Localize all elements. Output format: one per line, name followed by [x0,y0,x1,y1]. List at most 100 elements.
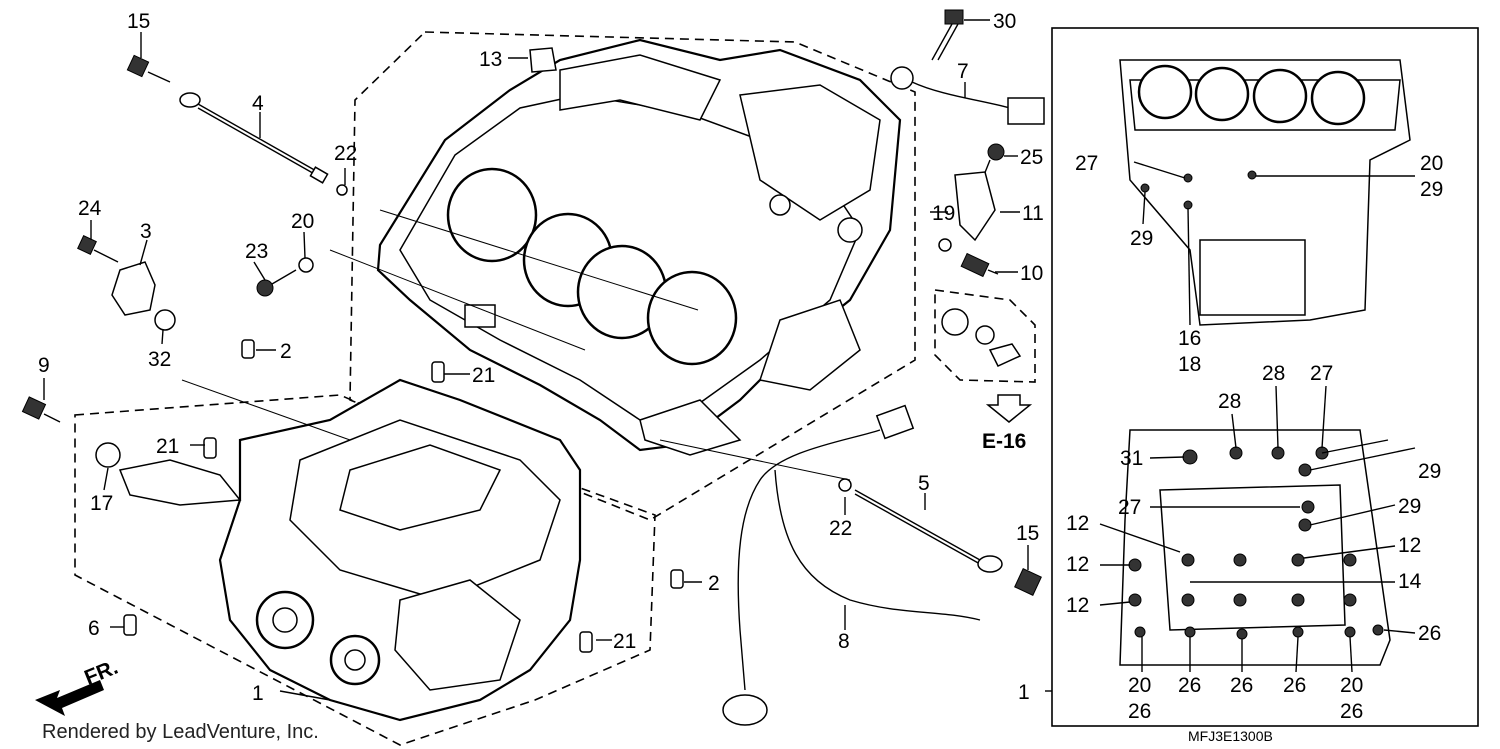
dowel-pin-6 [123,614,137,636]
callout-20-left: 20 [291,210,314,233]
inset-callout-26-b3: 26 [1283,674,1306,697]
dowel-pin-2-bottom [670,569,684,589]
callout-10: 10 [1020,262,1043,285]
inset-callout-28-left: 28 [1218,390,1241,413]
callout-15-top: 15 [127,10,150,33]
inset-leader-lines [1099,175,1416,673]
callout-22-top: 22 [334,142,357,165]
callout-25: 25 [1020,146,1043,169]
inset-callout-16: 16 [1178,327,1201,350]
e16-parts-outline [934,289,1036,383]
inset-callout-12-d: 12 [1066,594,1089,617]
inset-upper-case [1119,59,1411,326]
lower-crankcase [118,378,582,722]
leader-lines [43,19,1416,701]
cylinder-bore-1 [446,167,538,263]
inset-callout-12-a: 12 [1066,512,1089,535]
inset-callout-26-b1: 26 [1178,674,1201,697]
o-ring-19 [938,238,952,252]
inset-callout-29-lower: 29 [1398,495,1421,518]
diagram-code: MFJ3E1300B [1188,728,1273,744]
reference-arrow [985,394,1033,423]
callout-9: 9 [38,354,50,377]
callout-7: 7 [957,60,969,83]
inset-callout-29-left: 29 [1130,227,1153,250]
callout-23: 23 [245,240,268,263]
front-direction-arrow [35,680,104,716]
inset-callout-27-upper: 27 [1310,362,1333,385]
inset-callout-14: 14 [1398,570,1422,593]
callout-11: 11 [1022,202,1044,225]
callout-5: 5 [918,472,930,495]
callout-24: 24 [78,197,102,220]
callout-4: 4 [252,92,264,115]
oil-seal-32 [154,309,176,331]
inset-callout-20-left: 20 [1128,674,1151,697]
inset-callout-20-top: 20 [1420,152,1443,175]
callout-22-bottom: 22 [829,517,852,540]
callout-labels: 15 4 22 24 3 20 23 32 2 9 21 21 17 6 1 1… [38,10,1443,723]
inset-callout-26-right: 26 [1418,622,1441,645]
dowel-pin-2-top [241,339,255,359]
bolt-24 [77,235,119,263]
cover-plate-3 [111,261,156,316]
bolt-23 [256,269,297,297]
inset-callout-12-b: 12 [1398,534,1421,557]
inset-callout-29-right: 29 [1420,178,1443,201]
callout-19: 19 [932,202,955,225]
callout-30: 30 [993,10,1016,33]
inset-callout-20-right: 20 [1340,674,1363,697]
e16-referenced-parts [941,308,1022,367]
sensor-11 [954,171,996,242]
inset-callout-26-bl: 26 [1128,700,1151,723]
callout-8: 8 [838,630,850,653]
reference-label-e16: E-16 [982,430,1026,453]
lower-crankcase-group-outline [74,394,656,746]
callout-17: 17 [90,492,113,515]
o-ring-22-top [336,184,348,196]
front-marker-label: FR. [81,656,121,690]
callout-21-top: 21 [472,364,495,387]
upper-crankcase [376,38,902,456]
washer-20-left [298,257,314,273]
callout-1-right: 1 [1018,681,1030,704]
inset-callout-29-mid: 29 [1418,460,1441,483]
callout-2-bottom: 2 [708,572,720,595]
callout-6: 6 [88,617,100,640]
callout-21-bottom: 21 [613,630,636,653]
o-ring-22-bottom [838,478,852,492]
inset-callout-31: 31 [1120,447,1143,470]
callout-1-left: 1 [252,682,264,705]
oil-pressure-switch-9 [21,396,61,423]
dowel-pin-21-left [203,437,217,459]
inset-callout-18: 18 [1178,353,1201,376]
inset-callout-26-br: 26 [1340,700,1363,723]
sensor-7 [890,66,1045,125]
oil-pipe-4 [179,92,329,184]
callout-32: 32 [148,348,171,371]
sealing-cap-13 [529,47,557,73]
oil-pipe-5 [854,489,1003,573]
dowel-pin-21-bottom [579,631,593,653]
bolt-location-inset [1051,27,1479,727]
bolt-15-bottom [1014,568,1042,596]
wire-harness-8 [722,404,981,726]
inset-lower-case [1119,429,1391,666]
bolt-30 [931,9,964,61]
inset-callout-27-mid: 27 [1118,496,1141,519]
callout-15-bottom: 15 [1016,522,1039,545]
callout-21-left: 21 [156,435,179,458]
inset-callout-27-top: 27 [1075,152,1098,175]
inset-callout-12-c: 12 [1066,553,1089,576]
cylinder-bore-4 [646,270,738,366]
inset-callout-28-right: 28 [1262,362,1285,385]
switch-10 [960,252,999,278]
footer-credit: Rendered by LeadVenture, Inc. [42,721,319,743]
plug-17 [95,442,121,468]
callout-13: 13 [479,48,502,71]
bolt-15-top [126,54,171,83]
upper-crankcase-group-outline [349,31,916,521]
callout-2-top: 2 [280,340,292,363]
callout-3: 3 [140,220,152,243]
